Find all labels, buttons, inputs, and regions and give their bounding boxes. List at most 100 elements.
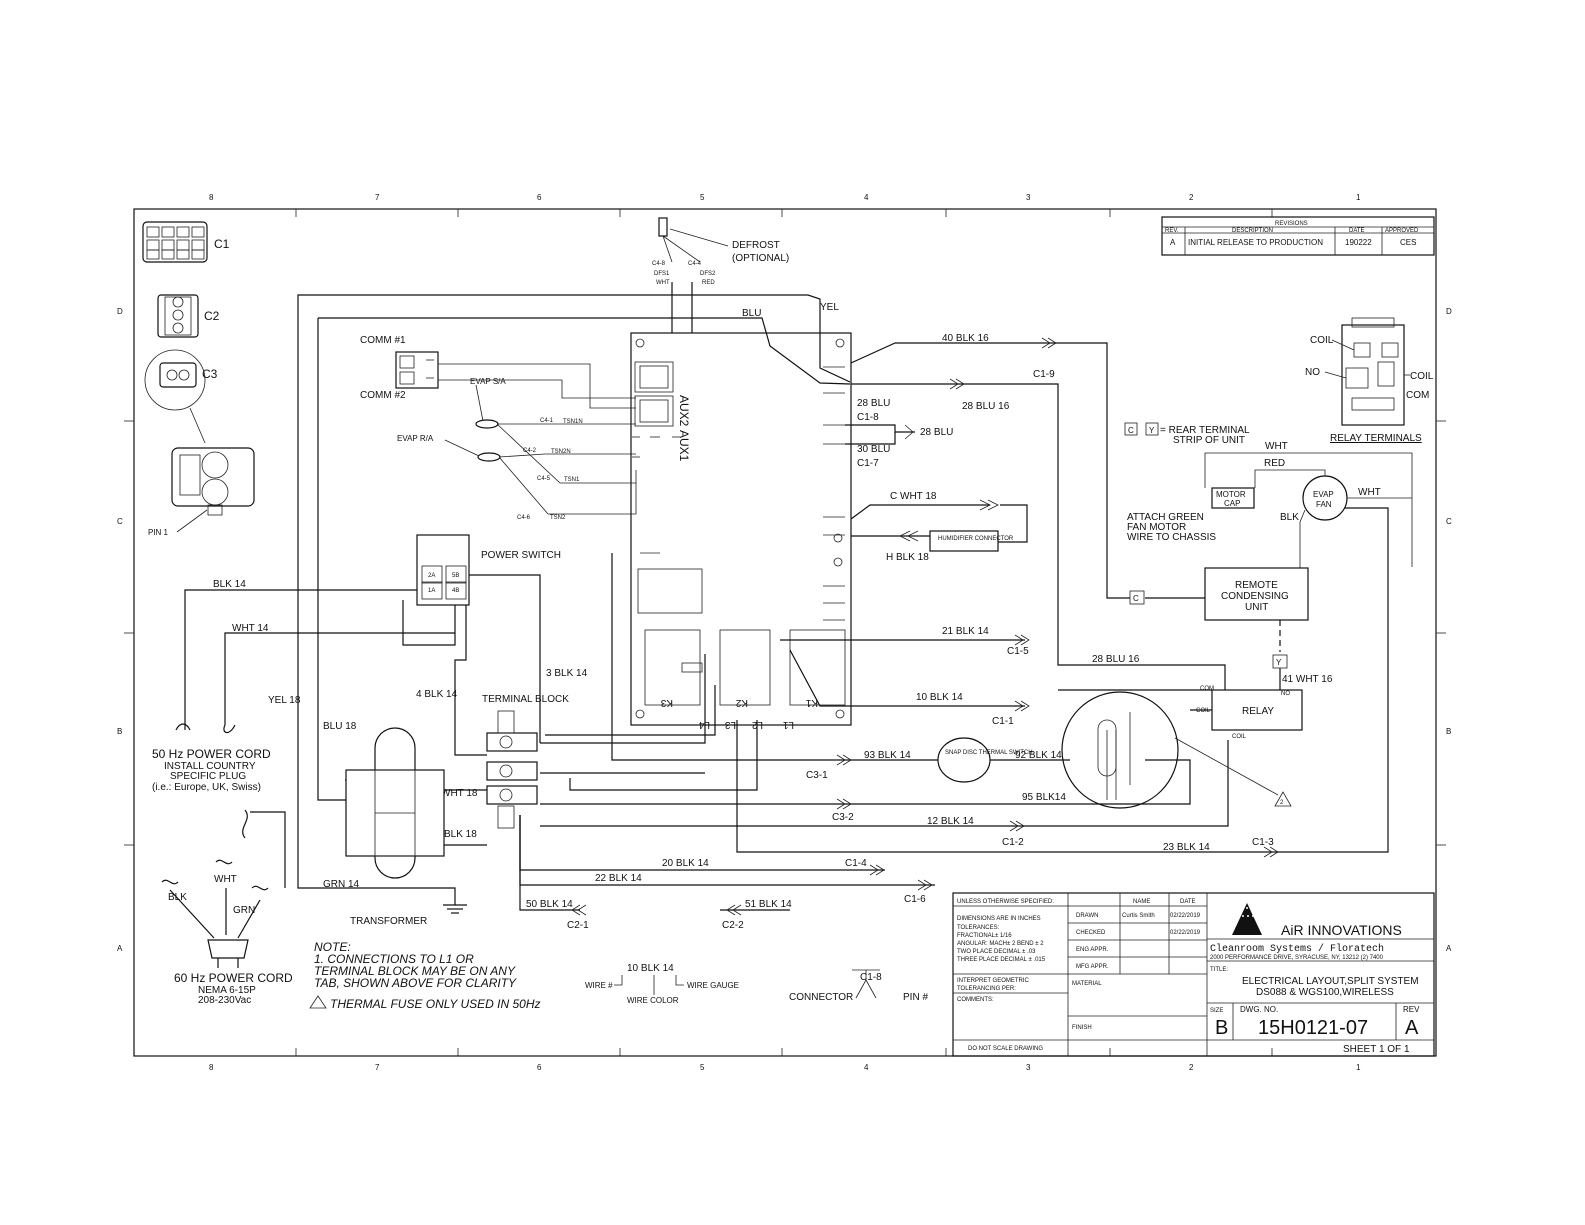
rev-cell: CES	[1400, 238, 1416, 247]
wire-c12: C1-2	[1002, 837, 1024, 848]
revisions-title: REVISIONS	[1275, 221, 1308, 227]
remote-line: UNIT	[1245, 602, 1268, 613]
relay-no: NO	[1281, 691, 1290, 697]
cord60-line: NEMA 6-15P	[198, 985, 256, 996]
wire-blu18: BLU 18	[323, 721, 357, 732]
tb-name-header: NAME	[1133, 899, 1150, 905]
defrost-optional: (OPTIONAL)	[732, 253, 789, 264]
zone-row-left: A	[117, 944, 123, 953]
zone-col-top: 1	[1356, 193, 1361, 202]
wire-blk14: BLK 14	[213, 579, 246, 590]
tsn2-label: TSN2	[550, 515, 566, 521]
legend-wire-num: WIRE #	[585, 981, 613, 990]
drawing-frame	[124, 208, 1446, 1057]
wire-28d: 28 BLU 16	[1092, 654, 1140, 665]
tb-title-label: TITLE:	[1210, 967, 1228, 973]
note1-line: TAB, SHOWN ABOVE FOR CLARITY	[314, 976, 517, 990]
c1-label: C1	[214, 237, 230, 251]
c-terminal-c: C	[1133, 594, 1139, 603]
relay-terminals-title: RELAY TERMINALS	[1330, 433, 1422, 444]
thermal-fuse-detail: 2	[1061, 691, 1292, 809]
attach-line: ATTACH GREEN	[1127, 512, 1204, 523]
relay: RELAY COM NO COIL COIL	[1196, 686, 1303, 740]
wire-cwht: C WHT 18	[890, 491, 937, 502]
y-terminal-y: Y	[1276, 658, 1282, 667]
relay-terminals-icon: COIL NO COIL COM RELAY TERMINALS	[1305, 317, 1434, 444]
tsn2n-label: TSN2N	[551, 449, 571, 455]
transformer-icon	[345, 727, 445, 879]
fan-wht: WHT	[1358, 487, 1381, 498]
humidifier-connector: HUMIDIFIER CONNECTOR	[929, 530, 1014, 552]
power-switch-label: POWER SWITCH	[481, 550, 561, 561]
tb-drawn: DRAWN	[1076, 913, 1098, 919]
tb-dims: ANGULAR: MACH± 2 BEND ± 2	[957, 941, 1044, 947]
tb-dims: TWO PLACE DECIMAL ± .03	[957, 949, 1036, 955]
tb-material: MATERIAL	[1072, 981, 1102, 987]
dfs2-label: DFS2	[700, 271, 716, 277]
cord50-line: (i.e.: Europe, UK, Swiss)	[152, 782, 261, 793]
k1-label: K1	[805, 697, 818, 708]
wire-12: 12 BLK 14	[927, 816, 974, 827]
aux1-label: AUX1	[677, 430, 691, 462]
connector-c1-icon	[142, 221, 208, 263]
attach-line: WIRE TO CHASSIS	[1127, 532, 1216, 543]
tb-interpret: TOLERANCING PER:	[957, 986, 1016, 992]
plug-wire-grn: GRN	[233, 905, 255, 916]
tsn1n-label: TSN1N	[563, 419, 583, 425]
tb-dims: THREE PLACE DECIMAL ± .015	[957, 957, 1046, 963]
rt-coil-left: COIL	[1310, 335, 1334, 346]
wire-blk18: BLK 18	[444, 829, 477, 840]
rev-cell: A	[1170, 238, 1176, 247]
rear-terminal-y: Y	[1149, 426, 1155, 435]
control-board	[630, 332, 852, 726]
tb-checked-date: 02/22/2019	[1170, 930, 1201, 936]
tb-title2: DS088 & WGS100,WIRELESS	[1256, 987, 1394, 998]
zone-col-top: 4	[864, 193, 869, 202]
wire-95: 95 BLK14	[1022, 792, 1066, 803]
wire-28b: 28 BLU 16	[962, 401, 1010, 412]
wire-c21: C2-1	[567, 920, 589, 931]
wire-10: 10 BLK 14	[916, 692, 963, 703]
l4-label: L4	[698, 719, 710, 730]
rear-terminal-text2: STRIP OF UNIT	[1173, 435, 1245, 446]
zone-row-right: A	[1446, 944, 1452, 953]
rev-col-header: DATE	[1349, 228, 1365, 234]
zone-row-left: C	[117, 517, 123, 526]
snap-disc-label: SNAP DISC THERMAL SWITCH	[945, 750, 1033, 756]
rt-com: COM	[1406, 390, 1429, 401]
wire-c17: C1-7	[857, 458, 879, 469]
dfs1-label: DFS1	[654, 271, 670, 277]
wire-40: 40 BLK 16	[942, 333, 989, 344]
c41-pin: C4-1	[540, 418, 554, 424]
c46-pin: C4-6	[517, 515, 531, 521]
wire-30: 30 BLU	[857, 444, 890, 455]
wire-yel: YEL	[820, 302, 839, 313]
connector-arrows	[571, 337, 1279, 916]
transformer-label: TRANSFORMER	[350, 916, 427, 927]
switch-t4b: 4B	[452, 588, 459, 594]
c44-pin: C4-4	[688, 261, 702, 267]
tb-drawn-name: Curtis Smith	[1122, 913, 1155, 919]
legend-wire-gauge: WIRE GAUGE	[687, 981, 739, 990]
rev-col-header: REV.	[1165, 228, 1179, 234]
k2-label: K2	[735, 697, 748, 708]
zone-col-bottom: 1	[1356, 1063, 1361, 1072]
wire-22: 22 BLK 14	[595, 873, 642, 884]
snap-disc-thermal-switch-icon: SNAP DISC THERMAL SWITCH	[937, 737, 1033, 783]
aux2-label: AUX2	[677, 395, 691, 427]
switch-t1a: 1A	[428, 588, 435, 594]
tb-mfg: MFG APPR.	[1076, 964, 1109, 970]
defrost-label: DEFROST	[732, 240, 780, 251]
wire-grn14: GRN 14	[323, 879, 360, 890]
evap-fan-circuit: MOTOR CAP EVAP FAN WHT RED WHT BLK ATTAC…	[1127, 441, 1413, 570]
air-innovations-logo-icon	[1222, 903, 1272, 935]
zone-col-top: 5	[700, 193, 705, 202]
relay-coil: COIL	[1196, 708, 1211, 714]
rev-cell: 190222	[1345, 238, 1372, 247]
connector-c3-detail-icon	[171, 447, 255, 533]
remote-line: REMOTE	[1235, 580, 1278, 591]
title-block: UNLESS OTHERWISE SPECIFIED: DIMENSIONS A…	[952, 892, 1435, 1057]
wire-c32: C3-2	[832, 812, 854, 823]
rear-terminal-legend: C Y = REAR TERMINAL STRIP OF UNIT	[1124, 422, 1250, 446]
relay-coil2: COIL	[1232, 734, 1247, 740]
